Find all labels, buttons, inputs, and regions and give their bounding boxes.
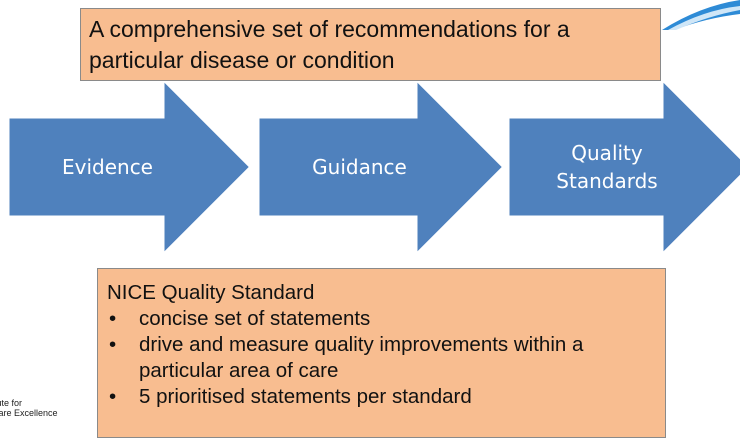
quality-standard-callout: NICE Quality Standard concise set of sta…: [97, 268, 666, 438]
guidance-arrow: [259, 82, 502, 252]
quality-label-line2: Standards: [556, 169, 658, 193]
guidance-label-text: Guidance: [312, 155, 407, 179]
quality-standard-bullets: concise set of statements drive and meas…: [107, 306, 656, 410]
logo-line2: Care Excellence: [0, 408, 58, 418]
corner-swoosh: [662, 0, 740, 30]
bullet-item: drive and measure quality improvements w…: [107, 332, 656, 384]
quality-standard-title: NICE Quality Standard: [107, 281, 315, 304]
evidence-label: Evidence: [10, 146, 205, 188]
quality-standards-label: Quality Standards: [512, 136, 702, 198]
bullet-item: 5 prioritised statements per standard: [107, 384, 656, 410]
guidance-label: Guidance: [262, 146, 457, 188]
definition-text: A comprehensive set of recommendations f…: [89, 16, 570, 73]
evidence-label-text: Evidence: [61, 155, 153, 179]
quality-standards-arrow: [509, 82, 740, 252]
definition-callout: A comprehensive set of recommendations f…: [80, 8, 661, 81]
logo-line1: itute for: [0, 398, 23, 408]
quality-label-line1: Quality: [571, 141, 643, 165]
bullet-item: concise set of statements: [107, 306, 656, 332]
nice-logo-text: itute for Care Excellence: [0, 398, 80, 418]
